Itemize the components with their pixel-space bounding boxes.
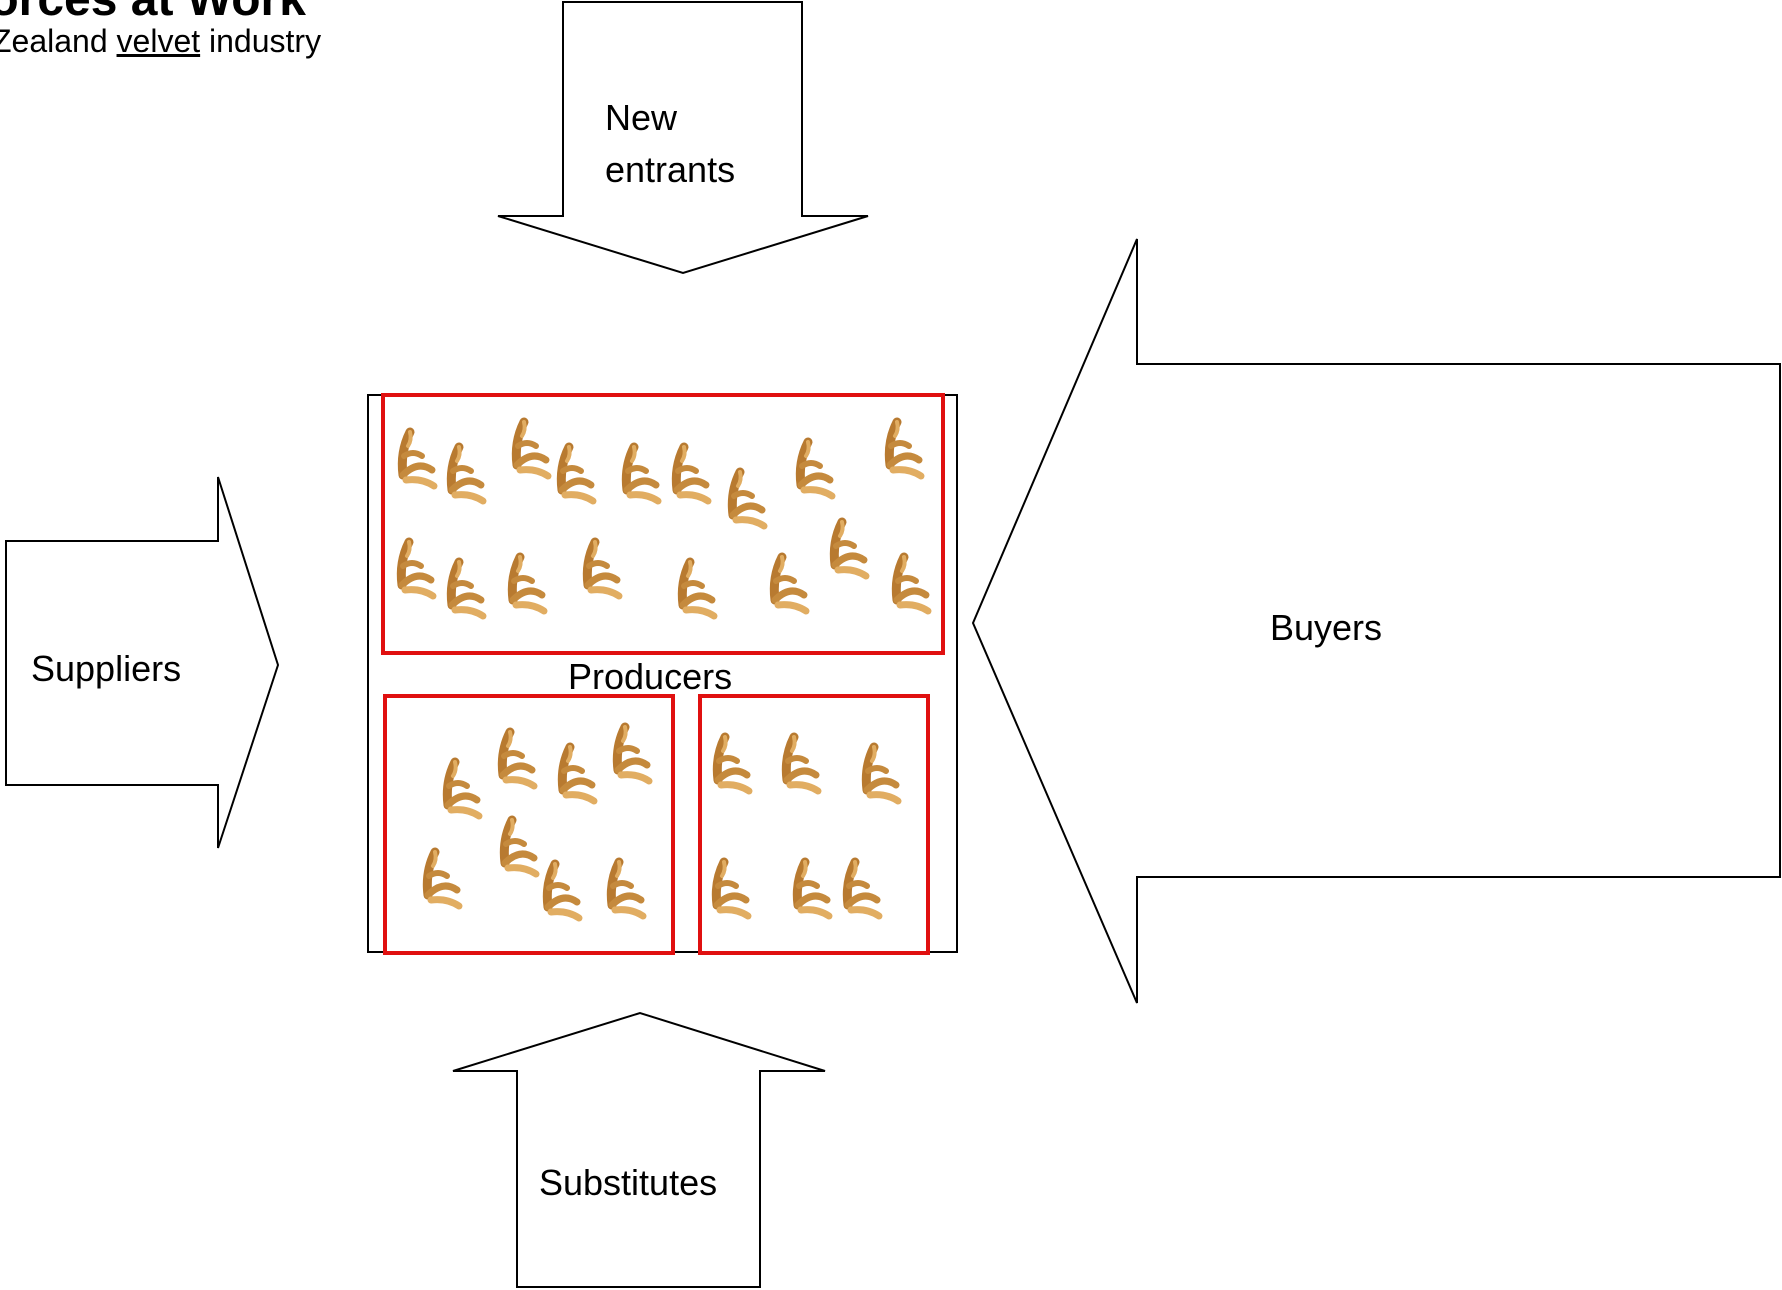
buyers-label: Buyers — [1270, 607, 1383, 648]
subtitle-prefix: Zealand — [0, 23, 117, 59]
small-producer-group-right — [698, 694, 930, 955]
subtitle-underlined: velvet — [116, 23, 201, 59]
new-entrants-label-line2: entrants — [605, 149, 736, 190]
new-entrants-arrow — [497, 1, 869, 275]
subtitle-suffix: industry — [200, 23, 322, 59]
new-entrants-label: New entrants — [605, 92, 735, 196]
substitutes-arrow — [452, 1011, 826, 1288]
small-producer-group-left — [383, 694, 675, 955]
suppliers-arrow — [5, 476, 280, 849]
substitutes-label: Substitutes — [539, 1162, 718, 1203]
suppliers-label: Suppliers — [31, 648, 182, 689]
buyers-arrow — [971, 238, 1781, 1004]
producers-label: Producers — [568, 656, 733, 697]
large-producer-group — [381, 393, 945, 655]
new-entrants-label-line1: New — [605, 97, 678, 138]
slide-subtitle: Zealand velvet industry — [0, 23, 321, 60]
producers-box — [367, 394, 958, 953]
slide-title: Forces at Work — [0, 0, 306, 27]
